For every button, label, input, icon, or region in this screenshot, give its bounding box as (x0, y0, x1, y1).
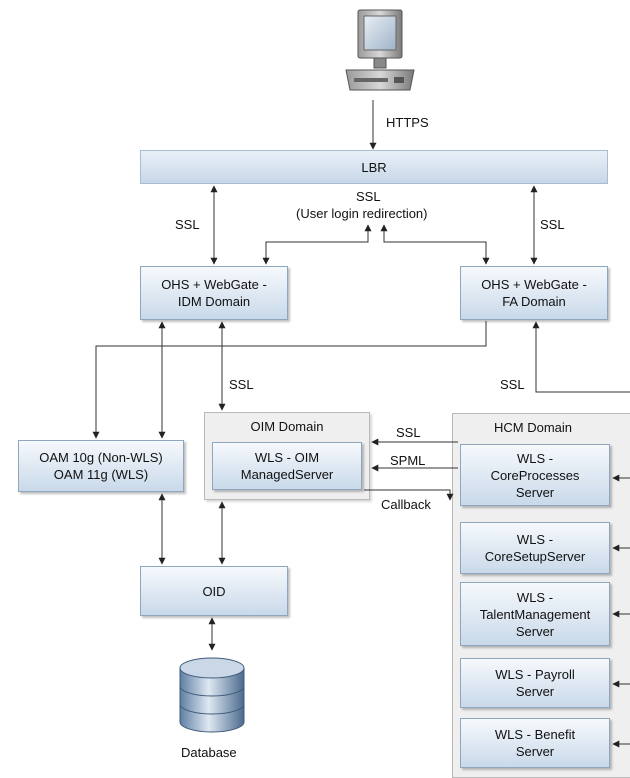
hcm-server-payroll[interactable]: WLS - Payroll Server (460, 658, 610, 708)
hcm-server-label: WLS - Payroll Server (495, 667, 575, 699)
hcm-domain-title: HCM Domain (493, 420, 572, 435)
ssl-hcm-in-label: SSL (500, 377, 525, 392)
oim-managed-server-box[interactable]: WLS - OIM ManagedServer (212, 442, 362, 490)
hcm-server-label: WLS - CoreProcesses Server (490, 450, 580, 500)
ssl-oim-label: SSL (229, 377, 254, 392)
oam-box[interactable]: OAM 10g (Non-WLS) OAM 11g (WLS) (18, 440, 184, 492)
ssl-link-label: SSL (396, 425, 421, 440)
oam-label: OAM 10g (Non-WLS) OAM 11g (WLS) (39, 450, 163, 482)
ohs-idm-label: OHS + WebGate - IDM Domain (161, 277, 267, 309)
ssl-center-line1: SSL (356, 189, 381, 204)
hcm-server-label: WLS - Benefit Server (494, 727, 576, 759)
ohs-webgate-idm-box[interactable]: OHS + WebGate - IDM Domain (140, 266, 288, 320)
spml-link-label: SPML (390, 453, 426, 468)
lbr-label: LBR (361, 159, 387, 175)
oim-domain-title: OIM Domain (250, 419, 324, 434)
https-label: HTTPS (386, 115, 429, 130)
database-icon (179, 657, 245, 733)
hcm-server-benefit[interactable]: WLS - Benefit Server (460, 718, 610, 768)
hcm-server-label: WLS - CoreSetupServer (484, 532, 586, 564)
hcm-server-core-setup[interactable]: WLS - CoreSetupServer (460, 522, 610, 574)
hcm-server-talent-management[interactable]: WLS - TalentManagement Server (460, 582, 610, 646)
callback-link-label: Callback (381, 497, 431, 512)
database-label: Database (181, 745, 237, 760)
ssl-right-label: SSL (540, 217, 565, 232)
client-computer-icon (345, 9, 415, 91)
ssl-center-line2: (User login redirection) (296, 206, 428, 221)
ohs-fa-label: OHS + WebGate - FA Domain (481, 277, 587, 309)
hcm-server-label: WLS - TalentManagement Server (479, 589, 591, 639)
ssl-left-label: SSL (175, 217, 200, 232)
hcm-server-core-processes[interactable]: WLS - CoreProcesses Server (460, 444, 610, 506)
ohs-webgate-fa-box[interactable]: OHS + WebGate - FA Domain (460, 266, 608, 320)
oid-label: OID (202, 583, 226, 599)
oid-box[interactable]: OID (140, 566, 288, 616)
lbr-bar[interactable]: LBR (140, 150, 608, 184)
oim-server-label: WLS - OIM ManagedServer (240, 450, 334, 482)
